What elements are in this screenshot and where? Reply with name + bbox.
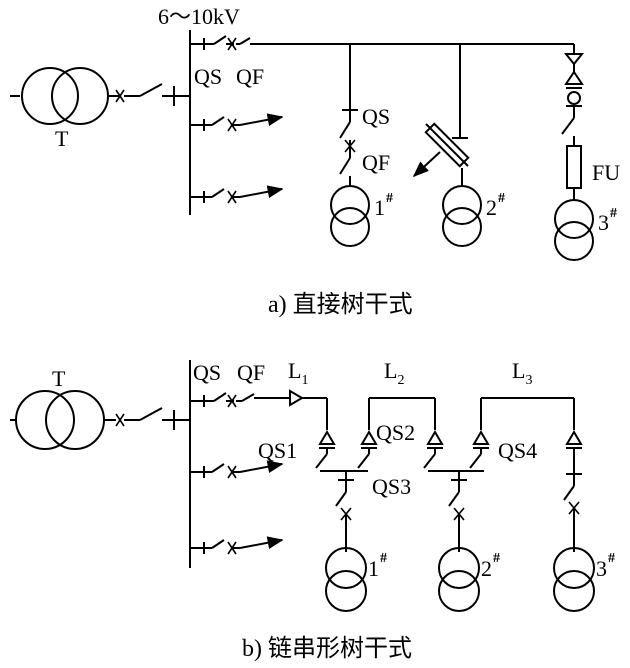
load-2-mark: # bbox=[498, 191, 505, 206]
load-transformer-b2-icon bbox=[438, 547, 480, 612]
l2-label: L2 bbox=[384, 358, 404, 388]
feeder-switch-b-icon bbox=[190, 389, 327, 408]
load-1-mark: # bbox=[386, 191, 393, 206]
load-b2-mark: # bbox=[493, 551, 500, 566]
incoming-switchgear-icon bbox=[115, 83, 190, 106]
branch-1-switchgear-icon bbox=[339, 44, 358, 186]
main-transformer-icon bbox=[10, 67, 120, 125]
load-1-label: 1 bbox=[374, 195, 385, 220]
qs-label-b: QS bbox=[193, 360, 221, 385]
l1-label: L1 bbox=[288, 358, 308, 388]
load-b1-label: 1 bbox=[368, 556, 379, 581]
qf-label-a: QF bbox=[236, 64, 264, 89]
diagram-a: 6～10kV T bbox=[10, 4, 620, 318]
load-transformer-3-icon bbox=[554, 199, 594, 261]
spare-feeder-b1-icon bbox=[190, 460, 284, 479]
load-transformer-b3-icon bbox=[553, 547, 595, 612]
node-2-icon bbox=[423, 397, 574, 552]
branch-qf-label: QF bbox=[362, 150, 390, 175]
feeder-switch-top-icon bbox=[190, 35, 251, 51]
load-3-mark: # bbox=[610, 206, 617, 221]
load-2-label: 2 bbox=[486, 195, 497, 220]
qf-label-b: QF bbox=[237, 360, 265, 385]
transformer-label-b: T bbox=[52, 366, 66, 391]
spare-feeder-2-icon bbox=[190, 185, 284, 204]
load-3-label: 3 bbox=[598, 210, 609, 235]
qs2-label: QS2 bbox=[376, 420, 415, 445]
load-b3-mark: # bbox=[608, 551, 615, 566]
load-b1-mark: # bbox=[380, 551, 387, 566]
branch-3-cable-fuse-icon bbox=[561, 44, 585, 200]
main-transformer-b-icon bbox=[10, 390, 116, 450]
qs-label-a: QS bbox=[194, 64, 222, 89]
caption-a: a) 直接树干式 bbox=[268, 291, 413, 318]
incoming-switchgear-b-icon bbox=[115, 407, 190, 430]
transformer-label: T bbox=[55, 126, 69, 151]
l3-label: L3 bbox=[512, 358, 532, 388]
diagram-b: T QS QF L1 L2 L3 bbox=[10, 358, 615, 662]
qs1-label: QS1 bbox=[258, 438, 297, 463]
fu-label: FU bbox=[592, 160, 620, 185]
load-transformer-1-icon bbox=[330, 185, 370, 247]
load-b2-label: 2 bbox=[481, 556, 492, 581]
node-1-icon bbox=[315, 397, 435, 552]
load-b3-label: 3 bbox=[596, 556, 607, 581]
node-3-icon bbox=[563, 398, 583, 552]
branch-2-fuse-icon bbox=[412, 44, 470, 186]
load-transformer-2-icon bbox=[442, 185, 482, 247]
spare-feeder-b2-icon bbox=[190, 536, 284, 555]
load-transformer-b1-icon bbox=[325, 547, 367, 612]
caption-b: b) 链串形树干式 bbox=[242, 635, 412, 662]
qs3-label: QS3 bbox=[372, 474, 411, 499]
voltage-label: 6～10kV bbox=[158, 4, 240, 29]
spare-feeder-1-icon bbox=[190, 113, 284, 132]
qs4-label: QS4 bbox=[498, 438, 537, 463]
branch-qs-label: QS bbox=[362, 104, 390, 129]
